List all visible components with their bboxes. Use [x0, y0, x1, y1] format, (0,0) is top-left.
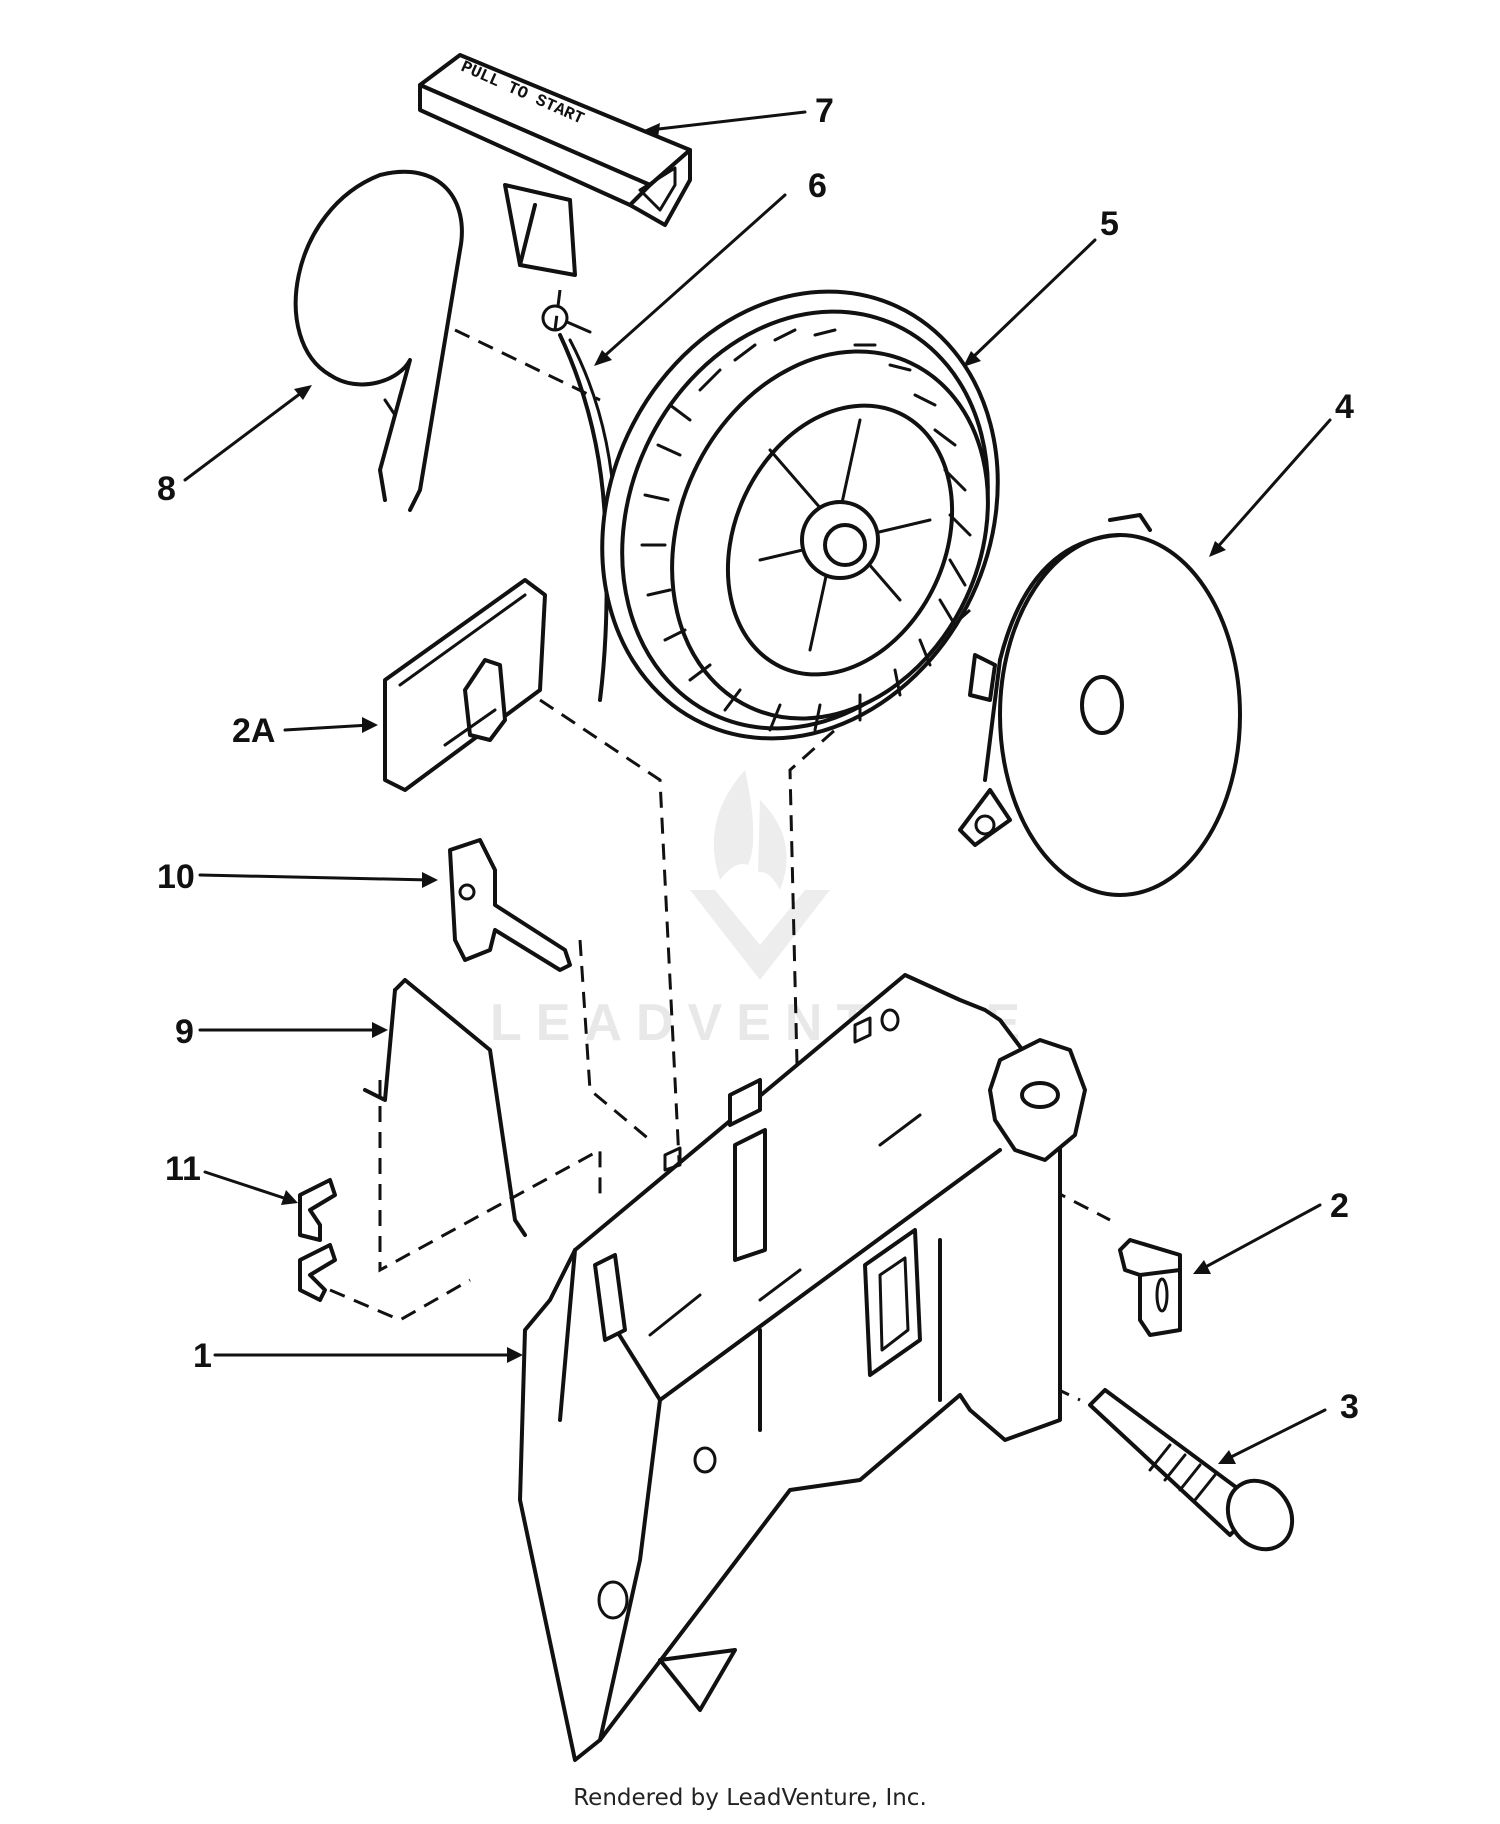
- callout-7: 7: [815, 92, 834, 130]
- callout-2A: 2A: [232, 712, 275, 750]
- part-9-wire-spring: [363, 978, 527, 1237]
- part-5-pulley: [600, 289, 1000, 741]
- callout-1: 1: [193, 1337, 212, 1375]
- leader-arrows: [183, 110, 1332, 1464]
- part-2-retainer: [1118, 1238, 1182, 1337]
- part-8-rope-guide: [293, 169, 464, 512]
- callout-labels: 7 6 5 4 8 2A 10 9 11 1 2 3: [157, 92, 1359, 1426]
- callout-4: 4: [1335, 388, 1354, 426]
- part-10-pawl: [448, 838, 572, 972]
- callout-8: 8: [157, 470, 176, 508]
- part-1-starter-bracket: [518, 973, 1087, 1762]
- part-4-spring-cover: [958, 513, 1242, 897]
- callout-2: 2: [1330, 1187, 1349, 1225]
- part-11-clip: [298, 1178, 337, 1302]
- callout-11: 11: [165, 1150, 201, 1188]
- pulley-teeth: [640, 328, 972, 732]
- footer-credit: Rendered by LeadVenture, Inc.: [573, 1785, 927, 1811]
- callout-5: 5: [1100, 205, 1119, 243]
- callout-9: 9: [175, 1013, 194, 1051]
- part-3-pin: [1088, 1388, 1295, 1552]
- part-2A-pawl-plate: [383, 578, 547, 792]
- callout-3: 3: [1340, 1388, 1359, 1426]
- callout-10: 10: [157, 858, 195, 896]
- callout-6: 6: [808, 167, 827, 205]
